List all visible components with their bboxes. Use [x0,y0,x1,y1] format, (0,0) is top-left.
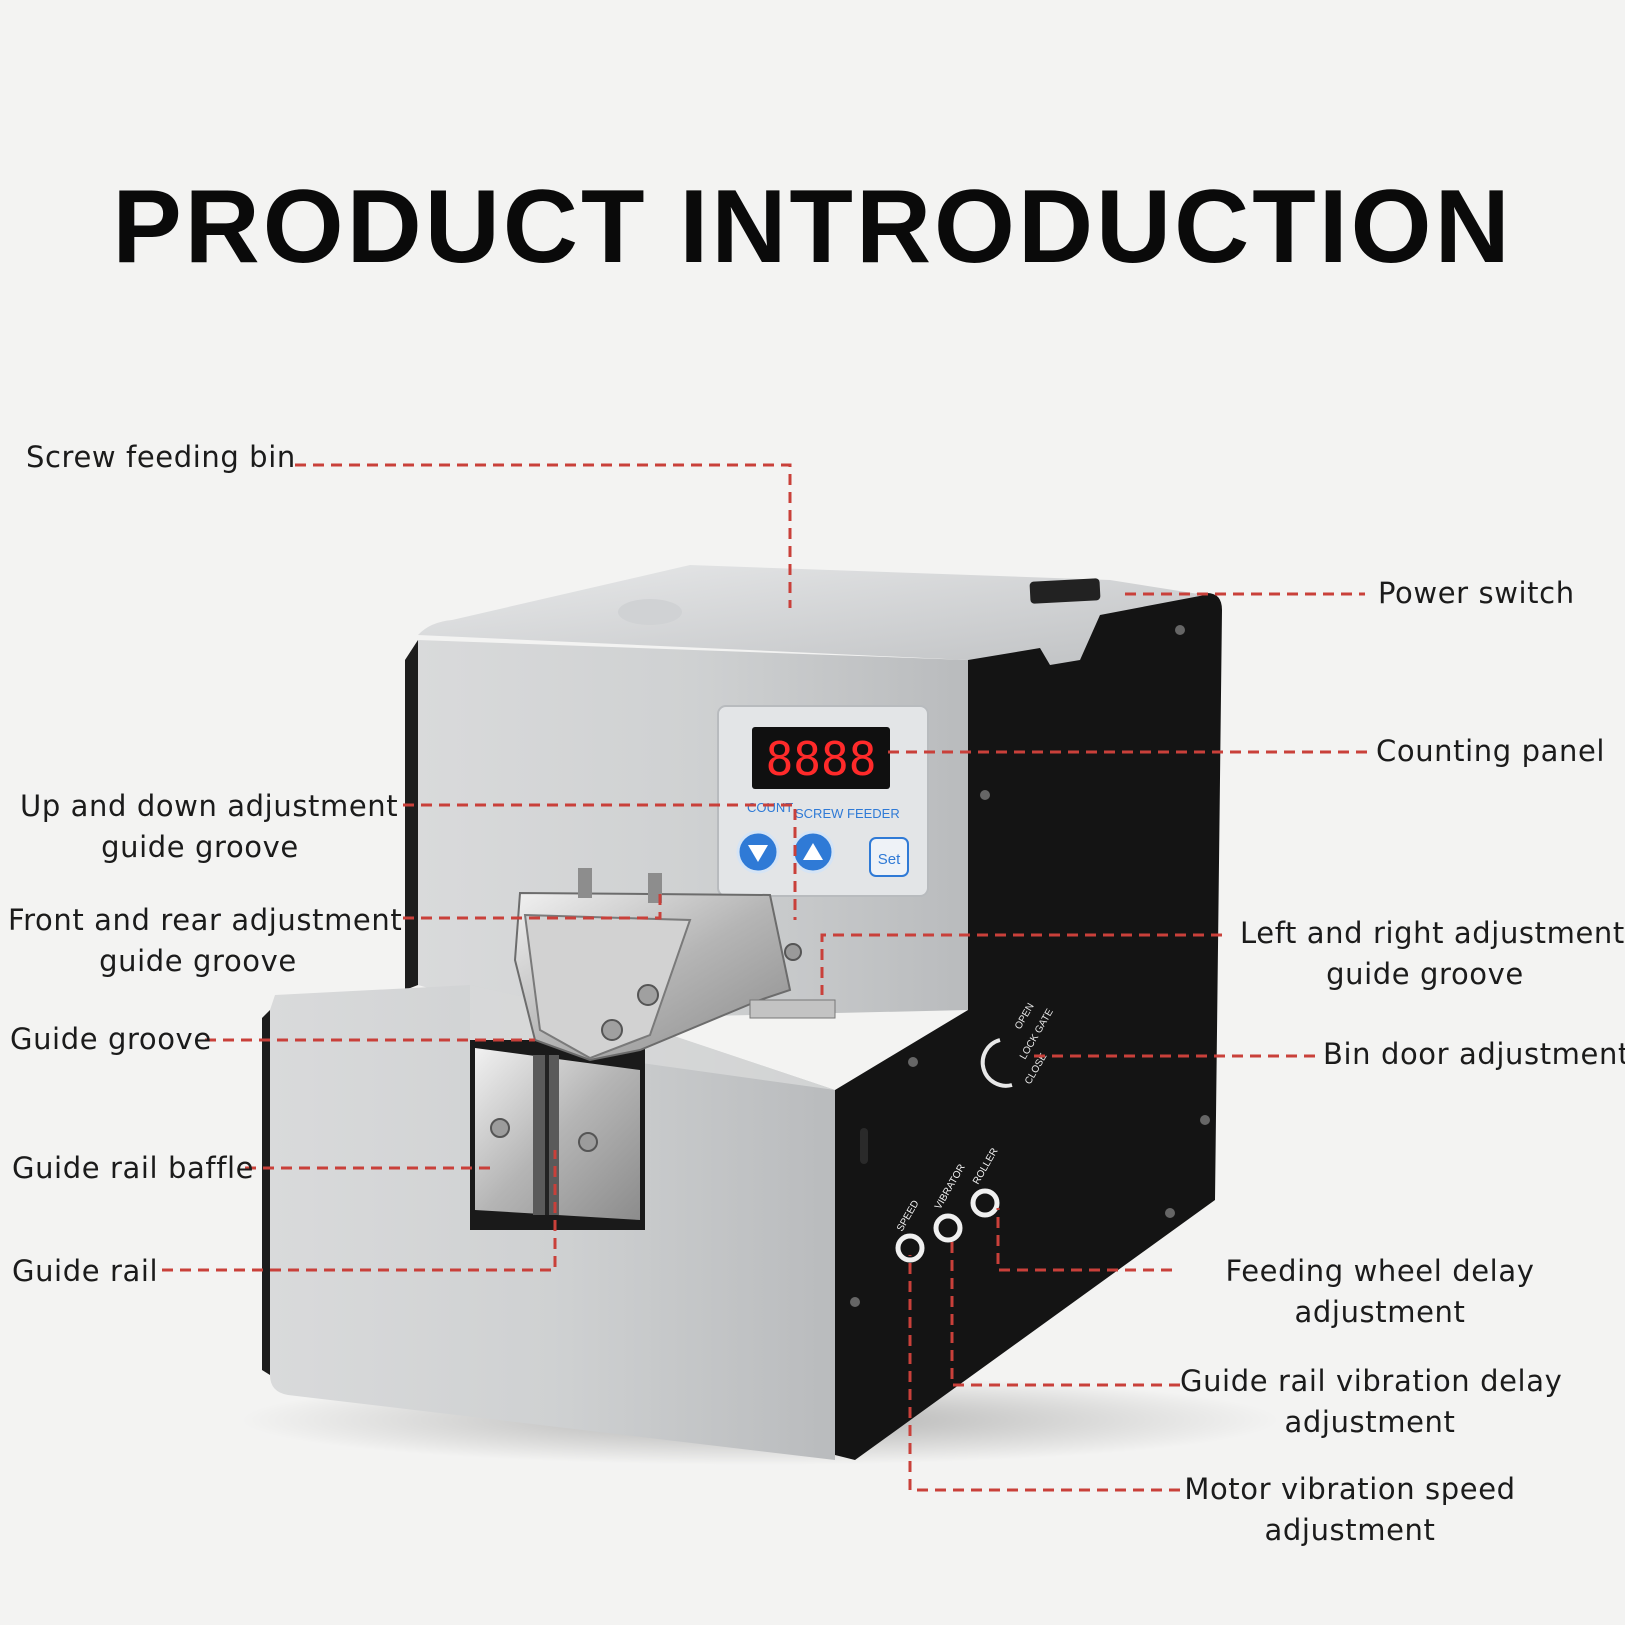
page-title: PRODUCT INTRODUCTION [112,169,1513,285]
leader-lines [162,463,1368,1492]
roller-knob[interactable] [970,1188,1000,1218]
panel-label-count: COUNT [747,800,793,815]
callout-screw-feeding-bin: Screw feeding bin [26,440,296,474]
panel-label-feeder: SCREW FEEDER [795,806,900,821]
black-side-housing [835,592,1222,1460]
lid-opening [618,599,682,625]
callout-guide-groove: Guide groove [10,1022,212,1056]
callout-feeding-wheel-delay: Feeding wheel delay adjustment [1225,1254,1535,1329]
callout-motor-vibration-speed: Motor vibration speed adjustment [1184,1472,1516,1547]
vibrator-knob[interactable] [933,1213,963,1243]
leader-motor-vibration-speed [908,1255,1180,1492]
leader-guide-rail [162,1150,557,1272]
power-switch-icon [1029,578,1101,604]
leader-feeding-wheel-delay [996,1208,1172,1272]
callout-guide-rail-vibration-delay: Guide rail vibration delay adjustment [1180,1364,1563,1439]
set-button-label: Set [878,851,901,868]
callout-guide-rail-baffle: Guide rail baffle [12,1151,255,1185]
leader-guide-rail-vibration-delay [950,1235,1180,1387]
leader-screw-feeding-bin [295,463,792,608]
leader-left-right-groove [820,933,1222,995]
top-lid [418,565,1205,665]
led-display [752,727,890,789]
callout-front-rear-groove: Front and rear adjustment guide groove [8,903,403,978]
down-arrow-icon [748,845,768,862]
leader-front-rear-groove [403,893,662,920]
led-digits: 8888 [766,732,877,786]
bin-door-dial[interactable] [980,1038,1013,1088]
set-button[interactable] [869,837,909,877]
callout-bin-door: Bin door adjustment [1323,1037,1625,1071]
leader-up-down-groove [403,803,797,920]
speed-knob[interactable] [895,1233,925,1263]
callout-power-switch: Power switch [1378,576,1575,610]
up-arrow-icon [803,843,823,860]
callout-up-down-groove: Up and down adjustment guide groove [20,789,399,864]
callout-guide-rail: Guide rail [12,1254,159,1288]
callout-counting-panel: Counting panel [1376,734,1606,768]
callout-left-right-groove: Left and right adjustment guide groove [1240,916,1625,991]
